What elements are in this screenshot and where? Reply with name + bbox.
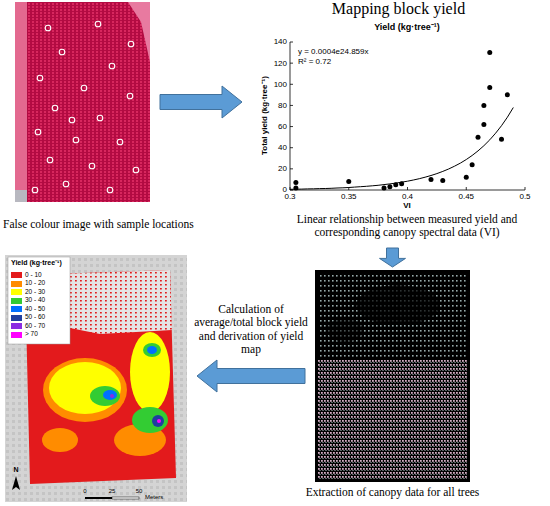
tick-mark — [290, 42, 293, 43]
legend-label: > 70 — [25, 331, 38, 338]
block-arrow — [380, 248, 406, 267]
legend-swatch — [11, 332, 22, 338]
legend-label: 30 - 40 — [25, 297, 45, 304]
legend-label: 60 - 70 — [25, 323, 45, 330]
scale-label: Meters — [145, 494, 163, 501]
tick-label: 0.45 — [458, 192, 474, 201]
tick-mark — [290, 126, 293, 127]
panel-heading: Mapping block yield — [252, 0, 545, 18]
axis-title: Total yield (kg·tree⁻¹) — [259, 77, 268, 156]
tick-label: 80 — [278, 101, 287, 110]
data-point — [505, 92, 510, 97]
tick-label: 120 — [274, 59, 287, 68]
legend-label: 10 - 20 — [25, 280, 45, 287]
tick-mark — [290, 168, 293, 169]
tick-mark — [290, 84, 293, 85]
data-point — [346, 179, 351, 184]
data-point — [429, 177, 434, 182]
false-colour-image — [15, 2, 150, 202]
scale-label: 50 — [136, 488, 143, 495]
legend-label: 40 - 50 — [25, 306, 45, 313]
tick-label: 0.5 — [519, 192, 530, 201]
north-label: N — [13, 466, 18, 474]
data-point — [487, 50, 492, 55]
legend-label: 0 - 10 — [25, 272, 42, 279]
legend-swatch — [11, 306, 22, 312]
legend-swatch — [11, 289, 22, 295]
trend-curve — [290, 108, 513, 190]
data-point — [481, 103, 486, 108]
data-point — [440, 178, 445, 183]
scale-label: 0 — [83, 488, 86, 495]
tick-mark — [290, 147, 293, 148]
yield-map — [5, 255, 187, 502]
legend-swatch — [11, 315, 22, 321]
image-panel: Extraction of canopy data for all trees — [315, 270, 470, 482]
tick-label: 40 — [278, 143, 287, 152]
data-point — [487, 85, 492, 90]
panel-caption: Linear relationship between measured yie… — [272, 213, 542, 239]
tick-label: 0.3 — [284, 192, 295, 201]
legend-label: 20 - 30 — [25, 289, 45, 296]
data-point — [387, 184, 392, 189]
tick-label: 0.4 — [402, 192, 413, 201]
scale-label: 25 — [109, 488, 116, 495]
legend-swatch — [11, 281, 22, 287]
image-panel: False colour image with sample locations — [15, 2, 150, 202]
tick-label: 60 — [278, 122, 287, 131]
chart-panel: Mapping block yieldLinear relationship b… — [252, 0, 545, 245]
legend-swatch — [11, 323, 22, 329]
r-squared: R² = 0.72 — [298, 57, 331, 66]
data-point — [476, 135, 481, 140]
tick-mark — [466, 187, 467, 190]
data-point — [470, 162, 475, 167]
tick-mark — [290, 63, 293, 64]
tick-label: 100 — [274, 80, 287, 89]
legend-title: Yield (kg·tree⁻¹) — [11, 259, 62, 267]
edge-label: Calculation of average/total block yield… — [192, 303, 310, 356]
data-point — [464, 175, 469, 180]
data-point — [293, 180, 298, 185]
legend-label: 50 - 60 — [25, 314, 45, 321]
scatter-chart — [290, 42, 525, 190]
tick-label: 140 — [274, 37, 287, 46]
equation: y = 0.0004e24.859x — [298, 47, 369, 56]
block-arrow — [197, 360, 305, 392]
tick-mark — [525, 187, 526, 190]
canopy-image — [315, 270, 470, 482]
panel-caption: False colour image with sample locations — [3, 218, 194, 231]
panel-caption: Extraction of canopy data for all trees — [275, 486, 510, 499]
data-point — [499, 137, 504, 142]
tick-label: 20 — [278, 164, 287, 173]
tick-mark — [290, 105, 293, 106]
legend-swatch — [11, 272, 22, 278]
tick-label: 0.35 — [341, 192, 357, 201]
axis-title: VI — [403, 201, 411, 210]
block-arrow — [160, 86, 242, 118]
data-point — [382, 185, 387, 190]
data-point — [481, 122, 486, 127]
legend-swatch — [11, 298, 22, 304]
chart-title: Yield (kg·tree⁻¹) — [374, 22, 440, 32]
tick-mark — [407, 187, 408, 190]
